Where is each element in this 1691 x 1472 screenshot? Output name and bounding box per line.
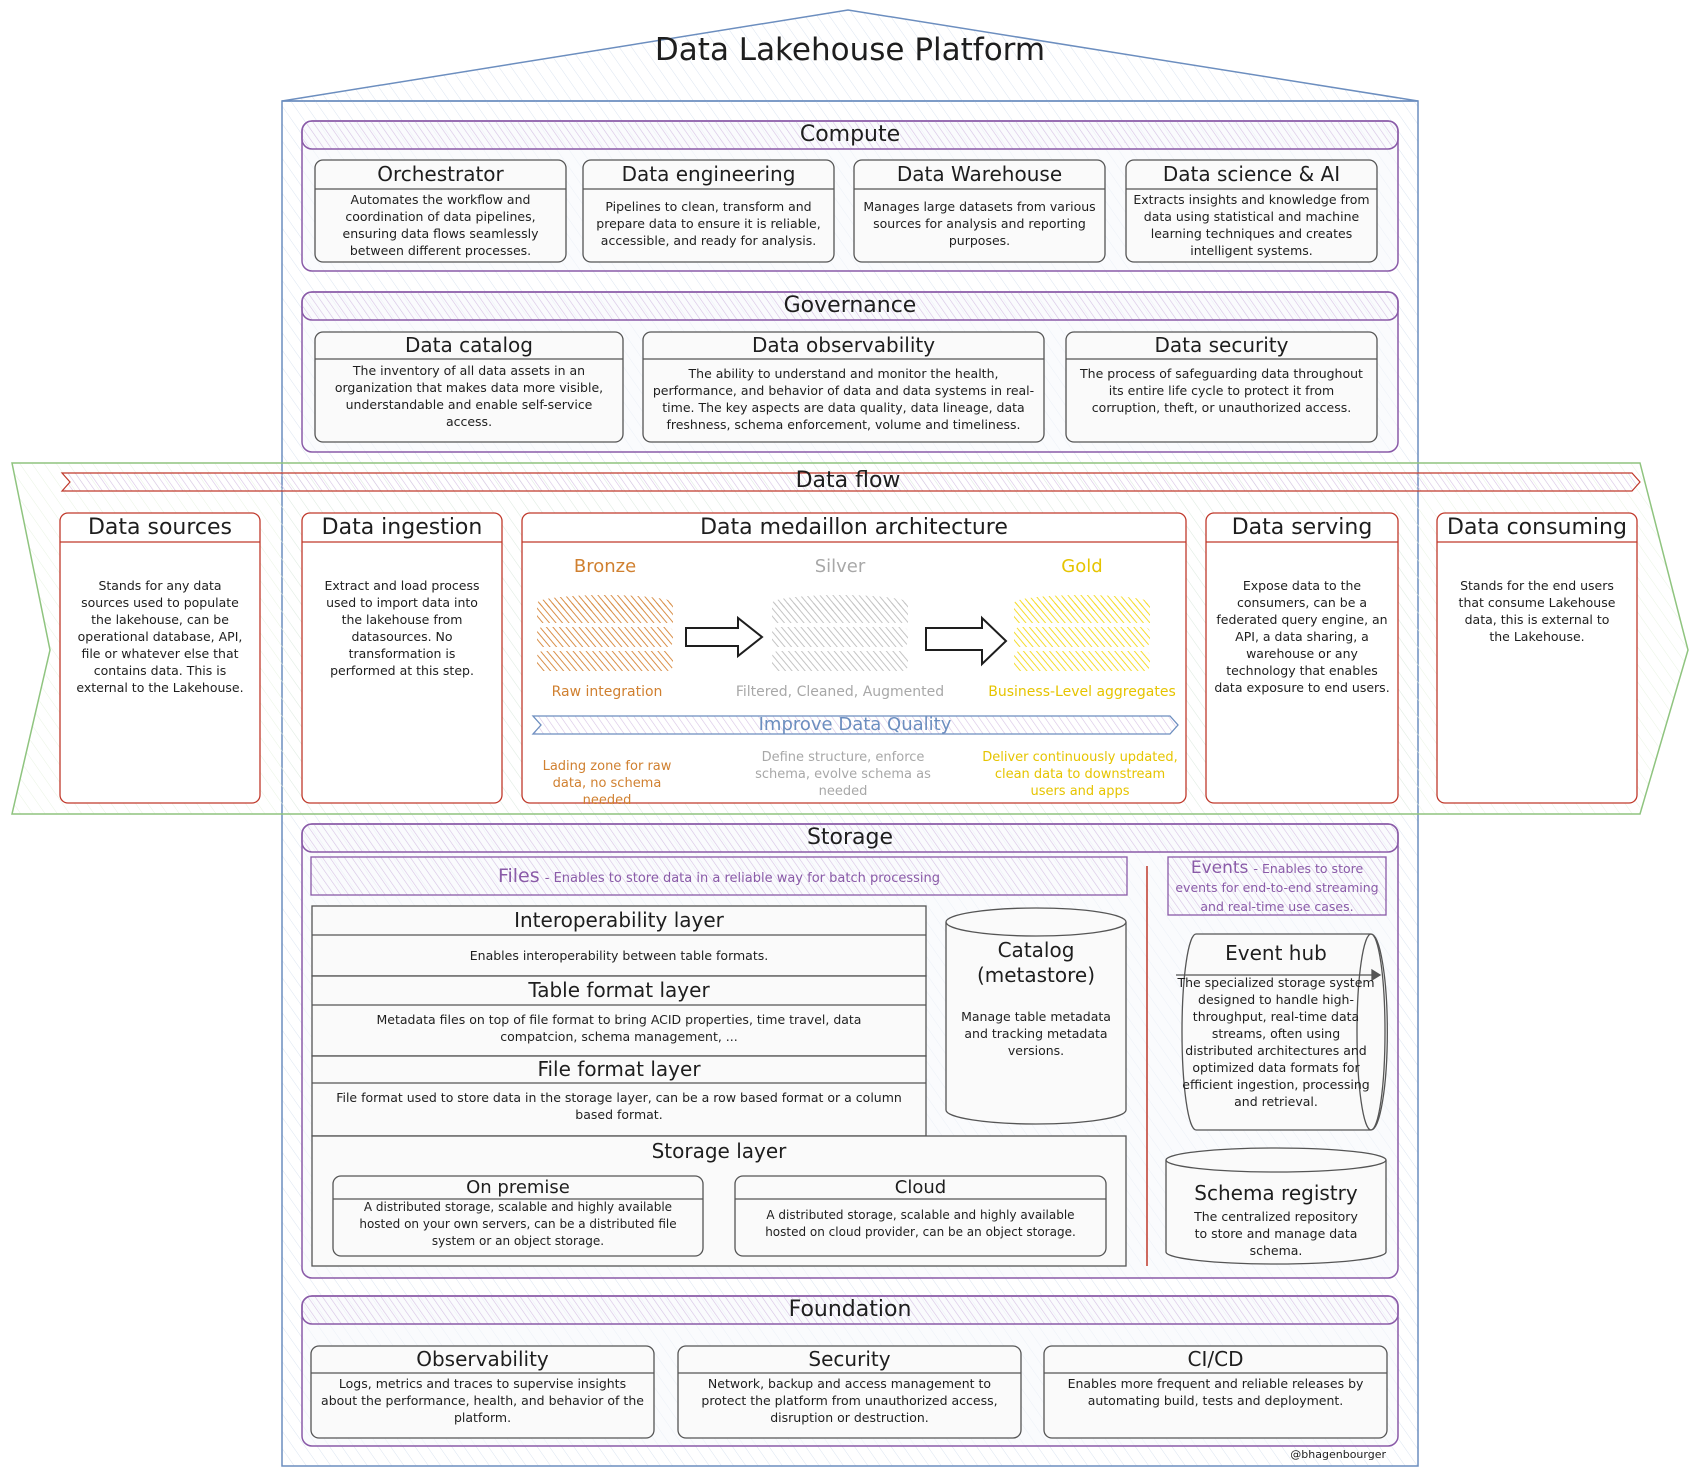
on-premise-card: On premise A distributed storage, scalab… — [333, 1176, 703, 1256]
card-title: Data observability — [751, 333, 936, 357]
file-format-layer: File format layer File format used to st… — [312, 1056, 926, 1136]
card-text: Enables more frequent and reliable relea… — [1067, 1376, 1364, 1408]
compute-title: Compute — [799, 122, 901, 147]
schema-registry-title: Schema registry — [1194, 1181, 1358, 1205]
catalog-title: Catalog (metastore) — [976, 938, 1096, 987]
layer-title: Interoperability layer — [514, 908, 724, 932]
card-title: Security — [808, 1347, 891, 1371]
card-title: Data serving — [1231, 515, 1373, 540]
author-credit: @bhagenbourger — [1290, 1448, 1386, 1461]
governance-title: Governance — [783, 293, 917, 318]
page-title: Data Lakehouse Platform — [654, 32, 1046, 68]
card-text: The process of safeguarding data through… — [1080, 366, 1363, 415]
foundation-card-security: Security Network, backup and access mana… — [678, 1346, 1021, 1438]
card-title: Data ingestion — [321, 515, 483, 540]
card-title: Data sources — [87, 515, 233, 540]
card-text: Network, backup and access management to… — [701, 1376, 998, 1425]
files-description: Files - Enables to store data in a relia… — [311, 857, 1127, 895]
card-text: Logs, metrics and traces to supervise in… — [321, 1376, 644, 1425]
flow-card-data-consuming: Data consuming Stands for the end users … — [1437, 513, 1637, 803]
foundation-card-observability: Observability Logs, metrics and traces t… — [311, 1346, 654, 1438]
layer-title: File format layer — [537, 1057, 701, 1081]
gold-label: Gold — [1061, 556, 1103, 577]
storage-layer-title: Storage layer — [651, 1139, 787, 1163]
governance-card-data-catalog: Data catalog The inventory of all data a… — [315, 332, 623, 442]
table-format-layer: Table format layer Metadata files on top… — [312, 976, 926, 1056]
schema-registry-text: The centralized repository to store and … — [1194, 1209, 1358, 1258]
flow-card-data-serving: Data serving Expose data to the consumer… — [1206, 513, 1398, 803]
governance-card-data-observability: Data observability The ability to unders… — [643, 332, 1044, 442]
card-title: Cloud — [894, 1177, 947, 1198]
layer-title: Table format layer — [528, 978, 710, 1002]
interoperability-layer: Interoperability layer Enables interoper… — [312, 906, 926, 976]
card-text: Stands for the end users that consume La… — [1458, 578, 1616, 644]
card-title: Data catalog — [405, 333, 533, 357]
card-text: A distributed storage, scalable and high… — [765, 1208, 1076, 1239]
card-title: CI/CD — [1187, 1347, 1244, 1371]
gold-sublabel: Business-Level aggregates — [988, 684, 1176, 700]
silver-sublabel: Filtered, Cleaned, Augmented — [735, 684, 945, 700]
compute-card-data-engineering: Data engineering Pipelines to clean, tra… — [583, 160, 834, 262]
flow-card-data-ingestion: Data ingestion Extract and load process … — [302, 513, 502, 803]
card-title: Data Warehouse — [896, 162, 1063, 186]
card-text: Pipelines to clean, transform and prepar… — [596, 199, 821, 248]
gold-description: Deliver continuously updated, clean data… — [982, 750, 1178, 799]
foundation-card-cicd: CI/CD Enables more frequent and reliable… — [1044, 1346, 1387, 1438]
storage-title: Storage — [806, 825, 894, 850]
card-text: Manages large datasets from various sour… — [863, 199, 1096, 248]
catalog-text: Manage table metadata and tracking metad… — [961, 1009, 1111, 1058]
files-text: - Enables to store data in a reliable wa… — [544, 871, 941, 886]
improve-quality-label: Improve Data Quality — [758, 714, 952, 735]
dataflow-title: Data flow — [795, 468, 901, 493]
layer-text: Metadata files on top of file format to … — [376, 1012, 862, 1044]
eventhub-text: The specialized storage system designed … — [1177, 975, 1375, 1109]
cloud-card: Cloud A distributed storage, scalable an… — [735, 1176, 1106, 1256]
card-text: A distributed storage, scalable and high… — [359, 1200, 677, 1248]
events-label: Events — [1190, 858, 1249, 878]
layer-text: Enables interoperability between table f… — [469, 948, 769, 963]
compute-card-data-science: Data science & AI Extracts insights and … — [1126, 160, 1377, 262]
flow-card-medallion: Data medaillon architecture — [522, 513, 1186, 803]
events-description: Events - Enables to store events for end… — [1168, 857, 1386, 915]
card-title: Data science & AI — [1162, 162, 1341, 186]
card-title: Data security — [1154, 333, 1289, 357]
card-text: The inventory of all data assets in an o… — [334, 363, 604, 429]
card-text: Stands for any data sources used to popu… — [76, 578, 244, 695]
bronze-sublabel: Raw integration — [551, 684, 663, 700]
card-title: On premise — [466, 1177, 570, 1198]
card-title: Orchestrator — [377, 162, 504, 186]
layer-text: File format used to store data in the st… — [336, 1090, 902, 1122]
card-title: Data consuming — [1447, 515, 1627, 540]
card-text: Extract and load process used to import … — [324, 578, 480, 678]
card-text: Extracts insights and knowledge from dat… — [1133, 192, 1370, 258]
silver-label: Silver — [814, 556, 866, 577]
card-text: Expose data to the consumers, can be a f… — [1214, 578, 1390, 695]
bronze-description: Lading zone for raw data, no schema need… — [542, 759, 672, 808]
silver-description: Define structure, enforce schema, evolve… — [755, 750, 931, 799]
files-label: Files — [497, 865, 540, 887]
eventhub-title: Event hub — [1225, 941, 1327, 965]
governance-card-data-security: Data security The process of safeguardin… — [1066, 332, 1377, 442]
bronze-label: Bronze — [573, 556, 637, 577]
foundation-title: Foundation — [788, 1297, 912, 1322]
card-title: Data medaillon architecture — [700, 515, 1008, 540]
compute-card-data-warehouse: Data Warehouse Manages large datasets fr… — [854, 160, 1105, 262]
events-text: - Enables to store events for end-to-end… — [1175, 861, 1379, 914]
catalog-metastore: Catalog (metastore) Manage table metadat… — [946, 938, 1126, 1059]
event-hub: Event hub The specialized storage system… — [1176, 940, 1376, 1110]
flow-card-data-sources: Data sources Stands for any data sources… — [60, 513, 260, 803]
card-text: The ability to understand and monitor th… — [652, 366, 1035, 432]
schema-registry: Schema registry The centralized reposito… — [1166, 1180, 1386, 1259]
card-title: Observability — [416, 1347, 549, 1371]
card-text: Automates the workflow and coordination … — [342, 192, 539, 258]
card-title: Data engineering — [621, 162, 796, 186]
compute-card-orchestrator: Orchestrator Automates the workflow and … — [315, 160, 566, 262]
